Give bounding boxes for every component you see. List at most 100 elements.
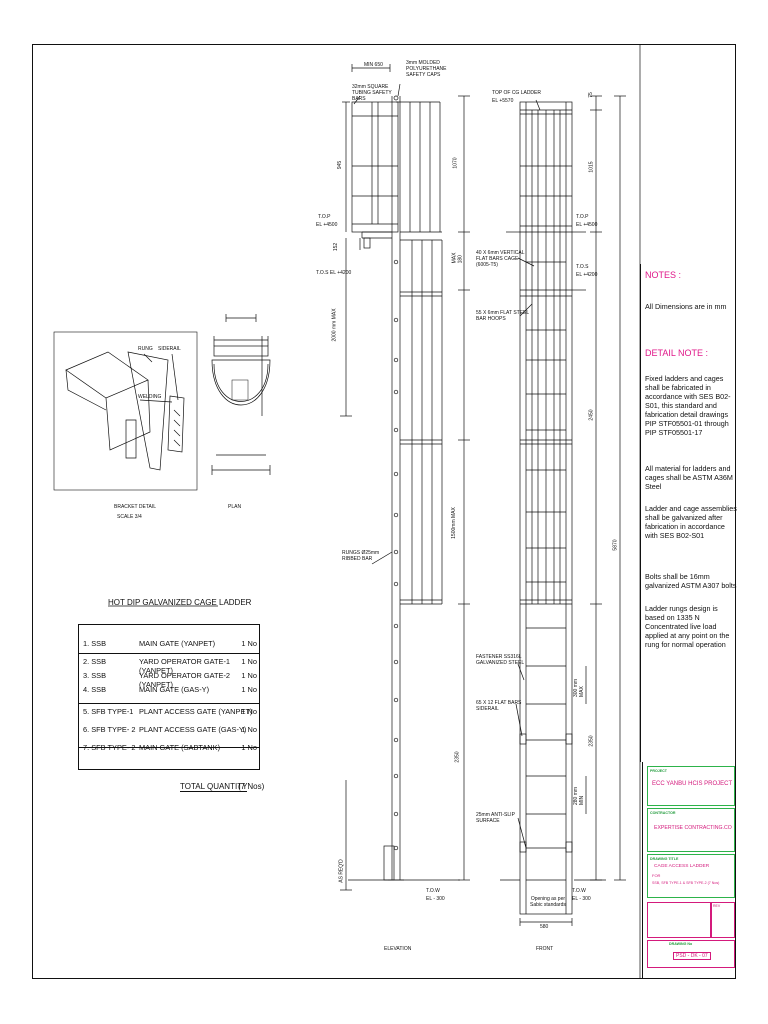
- elev-tow-label: T.O.W: [426, 888, 440, 894]
- bracket-caption: BRACKET DETAIL: [114, 504, 157, 510]
- quantity-table: 1. SSB MAIN GATE (YANPET) 1 No 2. SSB YA…: [78, 624, 260, 770]
- notes-heading: NOTES :: [645, 270, 682, 280]
- row-type: 2. SSB: [83, 657, 107, 666]
- siderail-label: SIDERAIL: [158, 346, 181, 352]
- drawing-title-label: DRAWING TITLE: [650, 857, 679, 861]
- dim-75: 75: [587, 92, 594, 98]
- detail-note-4: Bolts shall be 16mm galvanized ASTM A307…: [645, 572, 737, 590]
- revision-side: [711, 902, 735, 938]
- vertical-bars-note: 40 X 6mm VERTICAL FLAT BARS CAGE (6005-T…: [476, 250, 525, 268]
- top-of-cg-label: TOP OF CG LADDER: [492, 90, 541, 96]
- dim-2450: 2450: [588, 409, 595, 421]
- drawing-no-value: PSD - DK - 07: [673, 952, 711, 960]
- row-qty: 1 No: [241, 639, 257, 648]
- detail-note-1: Fixed ladders and cages shall be fabrica…: [645, 374, 731, 437]
- notes-panel: NOTES : All Dimensions are in mm DETAIL …: [640, 264, 737, 762]
- dim-front-2350: 2350: [588, 735, 595, 747]
- project-cell: PROJECT ECC YANBU HCIS PROJECT: [647, 766, 735, 806]
- table-divider: [79, 703, 259, 704]
- contractor-cell: CONTRACTOR EXPERTISE CONTRACTING.CO: [647, 808, 735, 852]
- elev-top-el: EL +4500: [316, 222, 338, 228]
- total-quantity-label: TOTAL QUANTITY: [180, 782, 248, 792]
- row-location: MAIN GATE (YANPET): [139, 639, 216, 648]
- dim-elev-2350: 2350: [454, 751, 461, 763]
- dim-300max: 300 mm MAX: [573, 678, 586, 698]
- elev-tos-label: T.O.S EL +4200: [316, 270, 352, 276]
- row-qty: 1 No: [241, 685, 257, 694]
- row-qty: 1 No: [241, 743, 257, 752]
- elev-tow-el: EL - 300: [426, 896, 445, 902]
- dim-580: 580: [540, 924, 549, 930]
- ladder-title: HOT DIP GALVANIZED CAGE LADDER: [108, 598, 252, 607]
- dim-1500max: 1500mm MAX: [450, 507, 457, 539]
- welding-label: WELDING: [138, 394, 162, 400]
- detail-note-heading: DETAIL NOTE :: [645, 348, 709, 358]
- title-block: PROJECT ECC YANBU HCIS PROJECT CONTRACTO…: [642, 762, 737, 978]
- elevation-caption: ELEVATION: [384, 946, 412, 952]
- row-type: 4. SSB: [83, 685, 107, 694]
- dim-152: 152: [333, 242, 340, 252]
- detail-note-2: All material for ladders and cages shall…: [645, 464, 733, 491]
- row-location: YARD OPERATOR GATE-2 (YANPET): [139, 671, 231, 689]
- project-label: PROJECT: [650, 769, 667, 773]
- drawing-title-value: CAGE ACCESS LADDER: [654, 864, 710, 869]
- dim-max180: MAX 180: [451, 252, 464, 264]
- contractor-value: EXPERTISE CONTRACTING.CO: [654, 825, 732, 831]
- rungs-note: RUNGS Ø25mm RIBBED BAR: [342, 550, 380, 562]
- drawing-title-cell: DRAWING TITLE CAGE ACCESS LADDER FOR SSB…: [647, 854, 735, 898]
- revision-table: [647, 902, 711, 938]
- hoop-note: 55 X 6mm FLAT STEEL BAR HOOPS: [476, 310, 530, 322]
- front-tow-label: T.O.W: [572, 888, 586, 894]
- dim-280min: 280 mm MIN: [573, 786, 586, 806]
- caps-note: 3mm MOLDED POLYURETHANE SAFETY CAPS: [406, 60, 447, 78]
- row-type: 1. SSB: [83, 639, 107, 648]
- contractor-label: CONTRACTOR: [650, 811, 676, 815]
- antislip-note: 25mm ANTI-SLIP SURFACE: [476, 812, 515, 824]
- dim-as-reqd: AS REQ'D: [338, 859, 345, 883]
- rev-label: REV: [713, 904, 721, 908]
- total-quantity-value: (7 Nos): [238, 782, 265, 791]
- front-tos-label: T.O.S: [576, 264, 589, 270]
- drawing-no-cell: [647, 940, 735, 968]
- row-location: MAIN GATE (SABTANK): [139, 743, 221, 752]
- row-location: PLANT ACCESS GATE (GAS-Y): [139, 725, 247, 734]
- front-caption: FRONT: [536, 946, 554, 952]
- opening-note: Opening as per Sabic standards: [530, 896, 566, 908]
- bracket-scale: SCALE 3/4: [117, 514, 142, 520]
- row-location: MAIN GATE (GAS-Y): [139, 685, 210, 694]
- siderail-note: 65 X 12 FLAT BARS SIDERAIL: [476, 700, 522, 712]
- row-location: YARD OPERATOR GATE-1 (YANPET): [139, 657, 231, 675]
- front-tos-el: EL +4200: [576, 272, 598, 278]
- row-qty: 1 No: [241, 707, 257, 716]
- row-type: 6. SFB TYPE- 2: [83, 725, 136, 734]
- project-value: ECC YANBU HCIS PROJECT: [652, 781, 733, 787]
- row-qty: 1 No: [241, 657, 257, 666]
- row-qty: 1 No: [241, 725, 257, 734]
- dim-min650: MIN 650: [364, 62, 383, 68]
- dim-945: 945: [337, 160, 344, 170]
- table-divider: [79, 747, 259, 748]
- front-tow-el: EL - 300: [572, 896, 591, 902]
- top-of-cg-el: EL +5570: [492, 98, 514, 104]
- notes-dimensions: All Dimensions are in mm: [645, 302, 727, 311]
- dim-1070: 1070: [452, 157, 459, 169]
- dim-2000max: 2000 mm MAX: [331, 308, 338, 342]
- front-top-label: T.O.P: [576, 214, 589, 220]
- row-type: 3. SSB: [83, 671, 107, 680]
- table-divider: [79, 653, 259, 654]
- fastener-note: FASTENER SS316L GALVANIZED STEEL: [476, 654, 525, 666]
- row-type: 7. SFB TYPE- 2: [83, 743, 136, 752]
- tubing-note: 32mm SQUARE TUBING SAFETY BARS: [352, 84, 392, 102]
- dim-5870: 5870: [612, 539, 619, 551]
- drawing-title-sub: SSB, SFB TYPE-1 & SFB TYPE-2 (7 Nos): [652, 881, 720, 885]
- row-location: PLANT ACCESS GATE (YANPET): [139, 707, 253, 716]
- plan-caption: PLAN: [228, 504, 242, 510]
- front-top-el: EL +4500: [576, 222, 598, 228]
- row-qty: 1 No: [241, 671, 257, 680]
- detail-note-5: Ladder rungs design is based on 1335 N C…: [645, 604, 730, 649]
- row-type: 5. SFB TYPE-1: [83, 707, 134, 716]
- drawing-sheet-border: [32, 44, 736, 979]
- detail-note-3: Ladder and cage assemblies shall be galv…: [645, 504, 737, 540]
- elev-top-label: T.O.P: [318, 214, 331, 220]
